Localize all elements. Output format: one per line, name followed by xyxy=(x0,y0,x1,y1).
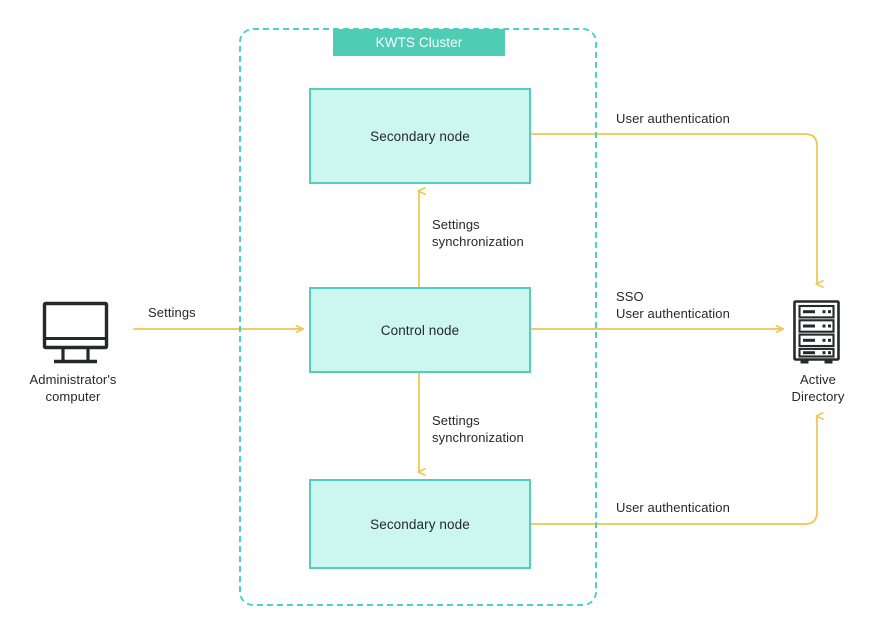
node-control[interactable]: Control node xyxy=(309,287,531,373)
label-settings-synchronization-bottom: Settings synchronization xyxy=(432,413,524,445)
label-settings: Settings xyxy=(148,305,196,320)
label-settings-synchronization-top: Settings synchronization xyxy=(432,217,524,249)
connector-secondary-bottom-to-ad xyxy=(530,416,817,525)
caption-active-directory: Active Directory xyxy=(791,372,845,404)
caption-administrators-computer: Administrator's computer xyxy=(29,372,117,404)
node-secondary-top[interactable]: Secondary node xyxy=(309,88,531,184)
connector-secondary-top-to-ad xyxy=(530,133,824,288)
label-user-authentication-top: User authentication xyxy=(616,111,730,126)
label-user-authentication-bottom: User authentication xyxy=(616,500,730,515)
label-sso-user-authentication: SSO User authentication xyxy=(616,289,730,321)
server-rack-icon xyxy=(793,300,840,364)
monitor-icon xyxy=(42,301,109,364)
kwts-cluster-title: KWTS Cluster xyxy=(333,29,505,56)
node-secondary-bottom[interactable]: Secondary node xyxy=(309,479,531,569)
